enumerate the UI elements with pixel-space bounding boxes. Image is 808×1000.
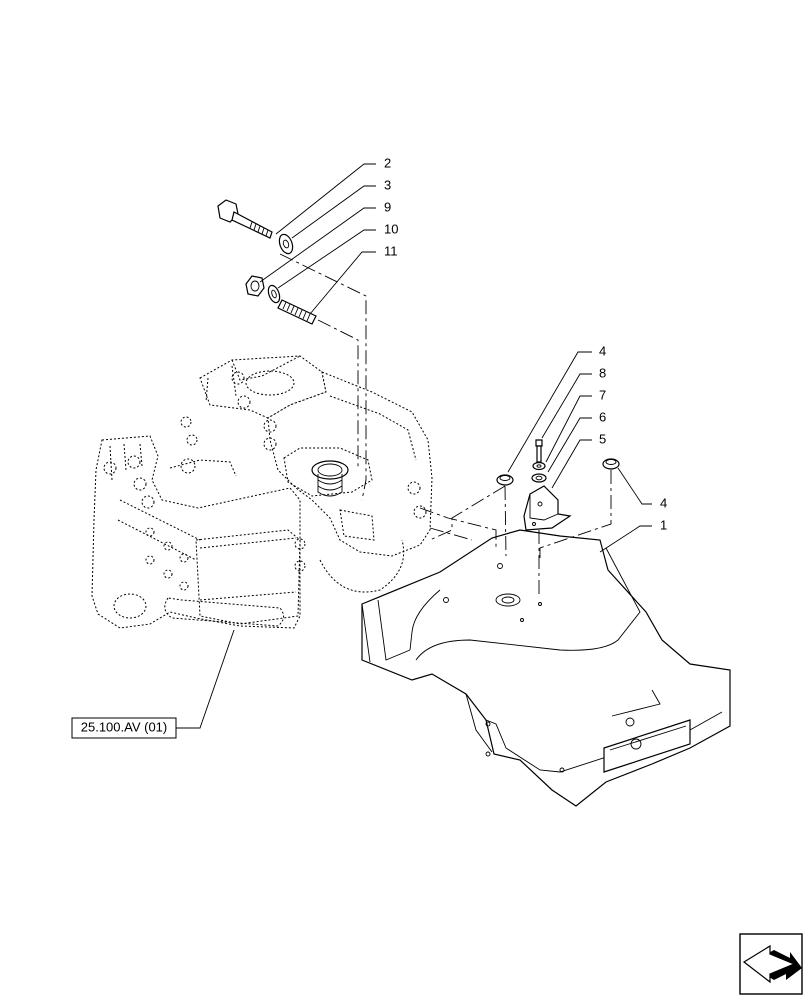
leader-lines [176,163,652,729]
washer-part-3 [278,233,294,255]
nut-part-6 [531,473,547,483]
callout-7: 7 [599,387,606,402]
assembly-lines [279,253,612,598]
callout-2: 2 [384,155,391,170]
callout-6: 6 [599,409,606,424]
callout-5: 5 [599,431,606,446]
front-cover-part-1 [361,529,731,807]
stud-part-11 [277,299,317,325]
callout-11: 11 [384,243,398,258]
callout-3: 3 [384,177,391,192]
section-reference-link[interactable]: 25.100.AV (01) [71,717,177,739]
bolt-part-8 [535,439,543,463]
callout-8: 8 [599,365,606,380]
washer-part-10 [267,284,281,304]
callout-9: 9 [384,199,391,214]
front-axle-support-housing [91,355,433,629]
next-page-arrow-icon[interactable] [739,933,803,995]
callout-10: 10 [384,221,398,236]
bracket-part-5 [523,485,572,531]
bolt-part-2 [217,199,273,239]
callout-1: 1 [660,517,667,532]
callouts: 2 3 9 10 11 4 8 7 6 5 4 1 [384,155,667,532]
plug-part-4-left [496,474,514,486]
nut-part-9 [245,275,265,297]
callout-4-top: 4 [599,343,606,358]
callout-4-right: 4 [660,495,667,510]
section-reference-label[interactable]: 25.100.AV (01) [81,719,167,734]
washer-part-7 [532,461,546,471]
plug-part-4-right [602,458,620,470]
